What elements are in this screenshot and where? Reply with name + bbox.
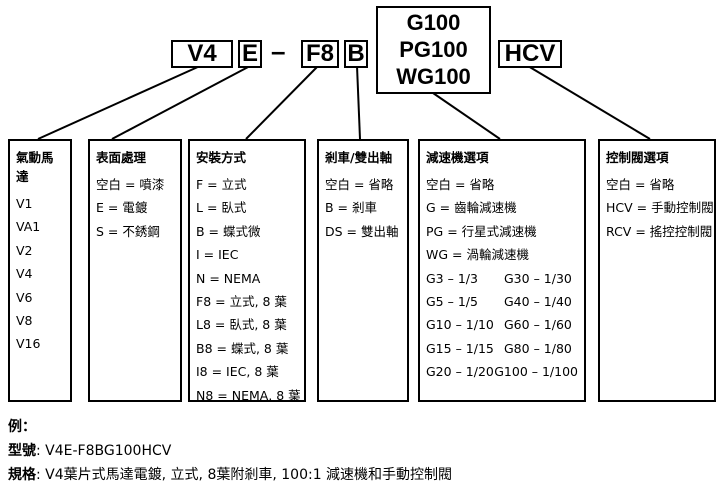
motor-option: V8 <box>16 312 33 328</box>
gear-ratio: G15 – 1/15 <box>426 340 494 356</box>
surface-option: 空白 = 噴漆 <box>96 177 165 192</box>
panel-motor-title: 氣動馬達 <box>16 150 54 184</box>
connector-valve <box>527 65 651 140</box>
gear-ratio: G30 – 1/30 <box>504 270 572 286</box>
code-gear-pg: PG100 <box>399 36 468 62</box>
mount-option: F8 = 立式, 8 葉 <box>196 293 287 309</box>
gear-option: WG = 渦輪減速機 <box>426 247 529 263</box>
example-model-label: 型號 <box>8 443 36 459</box>
code-mount: F8 <box>301 40 339 68</box>
code-surface: E <box>238 40 262 68</box>
code-gear: G100 PG100 WG100 <box>376 6 491 94</box>
connector-mount <box>245 65 319 140</box>
gear-ratio: G3 – 1/3 <box>426 270 478 286</box>
gear-option: PG = 行星式減速機 <box>426 223 537 239</box>
motor-option: V6 <box>16 289 33 305</box>
code-motor: V4 <box>171 40 233 68</box>
gear-ratio-row: G5 – 1/5 G40 – 1/40 <box>426 290 578 313</box>
connector-brake <box>356 65 361 140</box>
surface-option: E = 電鍍 <box>96 200 148 216</box>
motor-option: V4 <box>16 266 33 282</box>
panel-mount: 安裝方式 F = 立式 L = 臥式 B = 蝶式微 I = IEC N = N… <box>188 139 306 403</box>
gear-ratio: G60 – 1/60 <box>504 317 572 333</box>
gear-ratio: G80 – 1/80 <box>504 340 572 356</box>
motor-option: VA1 <box>16 219 41 235</box>
mount-option: L = 臥式 <box>196 200 247 216</box>
mount-option: F = 立式 <box>196 177 247 192</box>
mount-option: B8 = 蝶式, 8 葉 <box>196 340 289 356</box>
mount-option: N = NEMA <box>196 270 261 286</box>
panel-surface-title: 表面處理 <box>96 150 147 165</box>
motor-option: V1 <box>16 196 33 211</box>
example-spec-value: : V4葉片式馬達電鍍, 立式, 8葉附剎車, 100:1 減速機和手動控制閥 <box>36 467 453 483</box>
mount-option: I8 = IEC, 8 葉 <box>196 364 279 380</box>
mount-option: B = 蝶式微 <box>196 223 261 239</box>
valve-option: 空白 = 省略 <box>606 177 675 192</box>
gear-option: G = 齒輪減速機 <box>426 200 517 216</box>
gear-ratio: G20 – 1/20 <box>426 364 494 380</box>
mount-option: L8 = 臥式, 8 葉 <box>196 317 287 333</box>
mount-option: N8 = NEMA, 8 葉 <box>196 387 301 403</box>
panel-brake-title: 剎車/雙出軸 <box>325 150 393 165</box>
panel-gear: 減速機選項 空白 = 省略 G = 齒輪減速機 PG = 行星式減速機 WG =… <box>418 139 586 402</box>
example-heading-text: 例： <box>8 419 36 435</box>
brake-option: 空白 = 省略 <box>325 177 394 192</box>
gear-ratio: G10 – 1/10 <box>426 317 494 333</box>
code-dash: – <box>271 36 286 66</box>
valve-option: HCV = 手動控制閥 <box>606 200 714 216</box>
motor-option: V16 <box>16 336 41 352</box>
brake-option: B = 剎車 <box>325 200 377 216</box>
code-valve: HCV <box>498 40 562 68</box>
example-spec: 規格: V4葉片式馬達電鍍, 立式, 8葉附剎車, 100:1 減速機和手動控制… <box>8 464 452 484</box>
code-gear-g: G100 <box>406 10 461 36</box>
gear-ratio: G100 – 1/100 <box>494 364 578 380</box>
panel-valve-title: 控制閥選項 <box>606 150 669 165</box>
panel-surface: 表面處理 空白 = 噴漆 E = 電鍍 S = 不銹鋼 <box>88 139 182 402</box>
brake-option: DS = 雙出軸 <box>325 223 399 239</box>
gear-ratio-row: G10 – 1/10 G60 – 1/60 <box>426 313 578 336</box>
example-model-value: : V4E-F8BG100HCV <box>36 443 172 459</box>
valve-option: RCV = 搖控控制閥 <box>606 223 713 239</box>
gear-ratio: G40 – 1/40 <box>504 293 572 309</box>
gear-ratio-row: G15 – 1/15 G80 – 1/80 <box>426 337 578 360</box>
connector-surface <box>111 65 251 140</box>
surface-option: S = 不銹鋼 <box>96 223 160 239</box>
motor-option: V2 <box>16 242 33 258</box>
example-spec-label: 規格 <box>8 467 36 483</box>
panel-gear-title: 減速機選項 <box>426 150 489 165</box>
panel-motor: 氣動馬達 V1 VA1 V2 V4 V6 V8 V16 <box>8 139 72 402</box>
panel-brake: 剎車/雙出軸 空白 = 省略 B = 剎車 DS = 雙出軸 <box>317 139 409 402</box>
code-brake: B <box>344 40 368 68</box>
panel-valve: 控制閥選項 空白 = 省略 HCV = 手動控制閥 RCV = 搖控控制閥 <box>598 139 716 402</box>
gear-ratio: G5 – 1/5 <box>426 293 478 309</box>
gear-ratio-row: G20 – 1/20 G100 – 1/100 <box>426 360 578 383</box>
panel-mount-title: 安裝方式 <box>196 150 247 165</box>
example-heading: 例： <box>8 416 36 436</box>
example-model: 型號: V4E-F8BG100HCV <box>8 440 171 460</box>
gear-ratio-row: G3 – 1/3 G30 – 1/30 <box>426 267 578 290</box>
connector-gear <box>432 92 501 140</box>
mount-option: I = IEC <box>196 247 239 263</box>
gear-option: 空白 = 省略 <box>426 177 495 192</box>
connector-motor <box>37 65 201 140</box>
code-gear-wg: WG100 <box>396 63 471 89</box>
